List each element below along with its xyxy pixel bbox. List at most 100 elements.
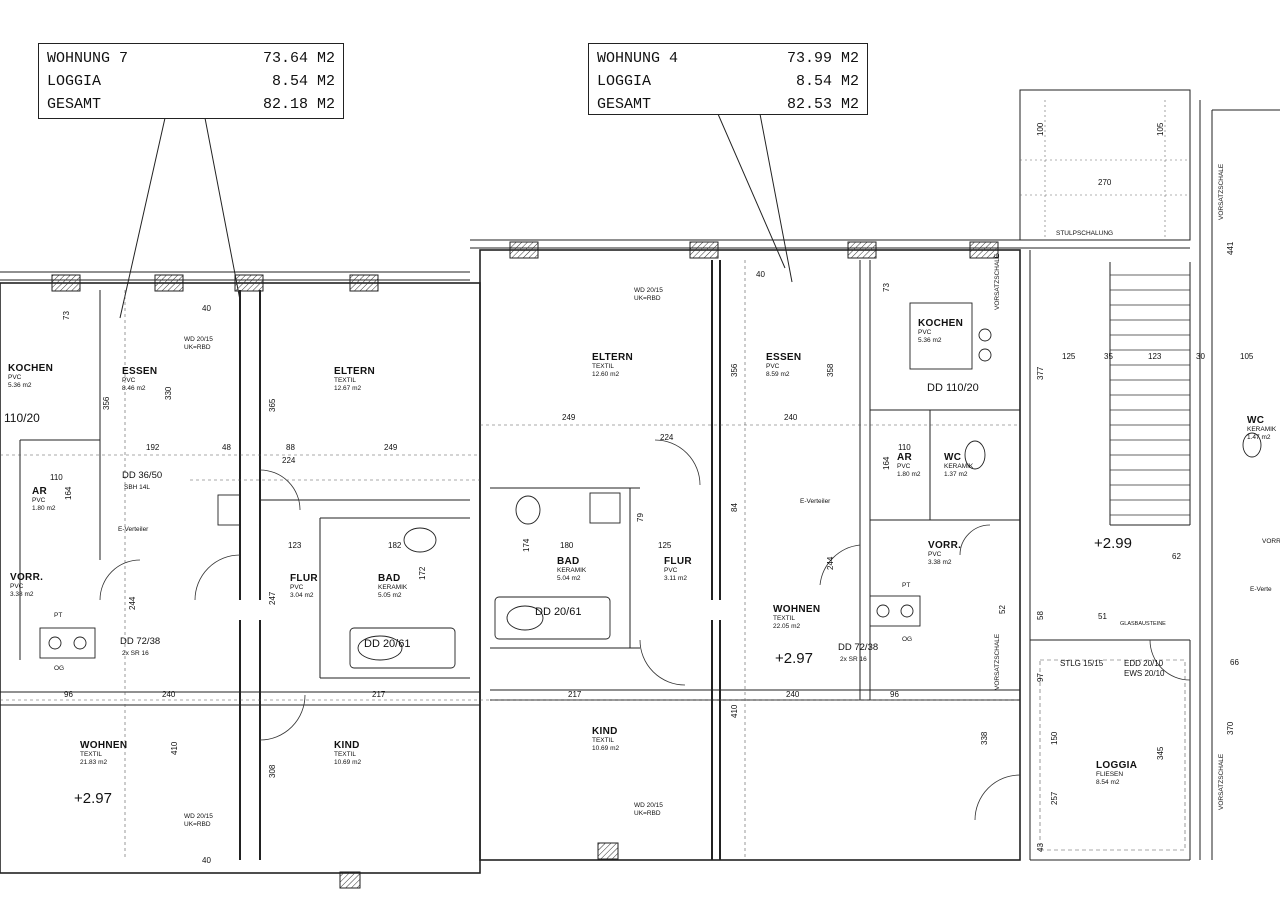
dim-text: 410 (170, 741, 179, 755)
label-vorr-far: VORR (1262, 538, 1280, 545)
top-structure-grid (1020, 100, 1190, 240)
room-area: 5.05 m2 (378, 592, 402, 599)
label-e-verteiler-right: E-Verteiler (800, 498, 831, 505)
far-right-walls (1199, 100, 1280, 860)
dim-text: 110 (898, 443, 911, 452)
summary-label: LOGGIA (597, 73, 652, 90)
room-floor: TEXTIL (334, 377, 357, 384)
room-name: AR (32, 486, 48, 497)
dim-text: 35 (1104, 352, 1113, 361)
label-vorsatzschale-1: VORSATZSCHALE (994, 253, 1001, 310)
room-floor: KERAMIK (1247, 426, 1277, 433)
dim-text: 270 (1098, 178, 1112, 187)
dim-text: 217 (372, 690, 386, 699)
dim-text: 345 (1156, 746, 1165, 760)
room-area: 1.47 m2 (1247, 434, 1271, 441)
level-marker-center: +2.97 (775, 650, 813, 667)
room-name: WC (1247, 415, 1265, 426)
dim-text: 240 (162, 690, 176, 699)
summary-label: GESAMT (597, 96, 652, 113)
stair-treads (1110, 274, 1190, 516)
room-area: 3.38 m2 (10, 591, 34, 598)
room-area: 1.80 m2 (32, 505, 56, 512)
label-wd-a: WD 20/15 (184, 336, 213, 343)
leader-line-left (119, 117, 241, 319)
dim-text: 358 (826, 363, 835, 377)
dim-text: 96 (890, 690, 899, 699)
dim-text: 164 (64, 486, 73, 500)
room-area: 8.54 m2 (1096, 779, 1120, 786)
summary-label: WOHNUNG 4 (597, 50, 679, 67)
room-floor: PVC (664, 567, 678, 574)
room-area: 12.67 m2 (334, 385, 362, 392)
dim-text: 73 (62, 311, 71, 320)
dim-text: 174 (522, 538, 531, 552)
dim-text: 51 (1098, 612, 1107, 621)
wall-kochen-r (859, 260, 871, 700)
room-name: WOHNEN (80, 740, 128, 751)
room-floor: PVC (8, 374, 22, 381)
room-area: 22.05 m2 (773, 623, 801, 630)
dim-text: 356 (102, 396, 111, 410)
label-vorsatzschale-4: VORSATZSCHALE (1218, 753, 1225, 810)
label-pt-left: PT (54, 612, 63, 619)
label-stlg: STLG 15/15 (1060, 659, 1104, 668)
dim-text: 96 (64, 690, 73, 699)
room-floor: PVC (928, 551, 942, 558)
dim-text: 377 (1036, 366, 1045, 380)
room-name: KIND (334, 740, 360, 751)
top-right-structure (1019, 89, 1191, 241)
dim-text: 150 (1050, 731, 1059, 745)
room-floor: PVC (10, 583, 24, 590)
label-sbh: SBH 14L (124, 484, 151, 491)
dim-text: 40 (756, 270, 765, 279)
room-floor: TEXTIL (773, 615, 796, 622)
sanitary-fixtures (39, 302, 1262, 669)
room-name: ELTERN (592, 352, 634, 363)
room-name: FLUR (664, 556, 692, 567)
label-dd-7238-left: DD 72/38 (120, 636, 161, 647)
loggia-walls (1030, 639, 1191, 861)
label-pt-right: PT (902, 582, 911, 589)
wall-ar-left (19, 439, 101, 660)
wall-eltern-essen-r (711, 260, 721, 860)
summary-value: 82.18 M2 (262, 96, 335, 113)
label-edd: EDD 20/10 (1124, 659, 1164, 668)
dim-text: 365 (268, 398, 277, 412)
door-swings (99, 439, 1191, 821)
label-e-verteiler-far: E-Verte (1250, 586, 1272, 593)
facade-line-right (470, 239, 1190, 249)
summary-value: 73.64 M2 (262, 50, 335, 67)
room-area: 8.46 m2 (122, 385, 146, 392)
leader-line-right (717, 113, 793, 283)
room-name: BAD (557, 556, 580, 567)
room-floor: PVC (897, 463, 911, 470)
dim-text: 52 (998, 605, 1007, 614)
label-e-verteiler-left: E-Verteiler (118, 526, 149, 533)
room-area: 1.80 m2 (897, 471, 921, 478)
label-og-right: OG (902, 636, 913, 643)
label-dd-2061-right: DD 20/61 (535, 606, 582, 618)
label-stulpschalung: STULPSCHALUNG (1056, 230, 1114, 237)
level-marker-stair: +2.99 (1094, 535, 1132, 552)
dim-text: 48 (222, 443, 231, 452)
room-area: 5.36 m2 (8, 382, 32, 389)
room-name: WOHNEN (773, 604, 821, 615)
room-name: VORR. (928, 540, 962, 551)
stair-block (1109, 262, 1191, 526)
summary-value: 82.53 M2 (786, 96, 859, 113)
